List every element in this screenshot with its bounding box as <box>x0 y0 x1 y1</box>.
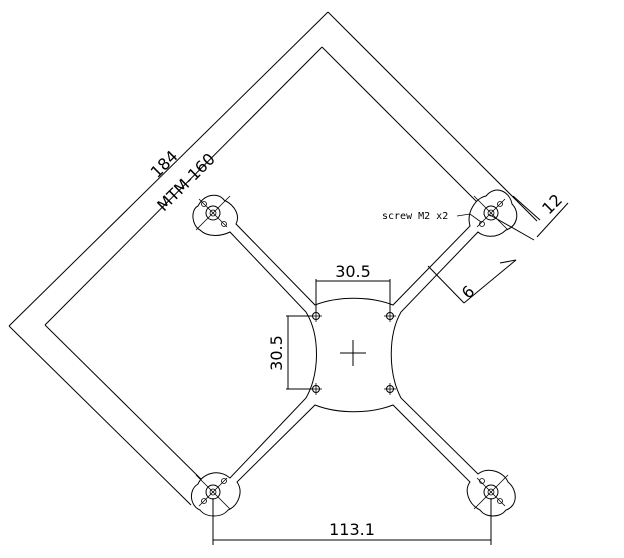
label-30-5-vertical: 30.5 <box>267 335 286 371</box>
dimension-184: 184 <box>8 11 538 506</box>
center-mark <box>340 340 366 366</box>
dimension-30-5-horizontal: 30.5 <box>315 262 391 312</box>
motor-mount-bottom-left <box>195 474 231 510</box>
label-113-1: 113.1 <box>329 520 375 539</box>
label-30-5-horizontal: 30.5 <box>335 262 371 281</box>
dimension-30-5-vertical: 30.5 <box>267 315 312 390</box>
motor-mount-bottom-right <box>473 474 509 510</box>
motor-mount-top-right <box>473 195 509 231</box>
label-184: 184 <box>147 147 182 182</box>
label-screw: screw M2 x2 <box>382 211 448 222</box>
dimension-113-1: 113.1 <box>212 498 492 545</box>
label-12: 12 <box>538 190 566 218</box>
screw-note: screw M2 x2 <box>382 211 482 223</box>
motor-mount-top-left <box>195 195 231 231</box>
